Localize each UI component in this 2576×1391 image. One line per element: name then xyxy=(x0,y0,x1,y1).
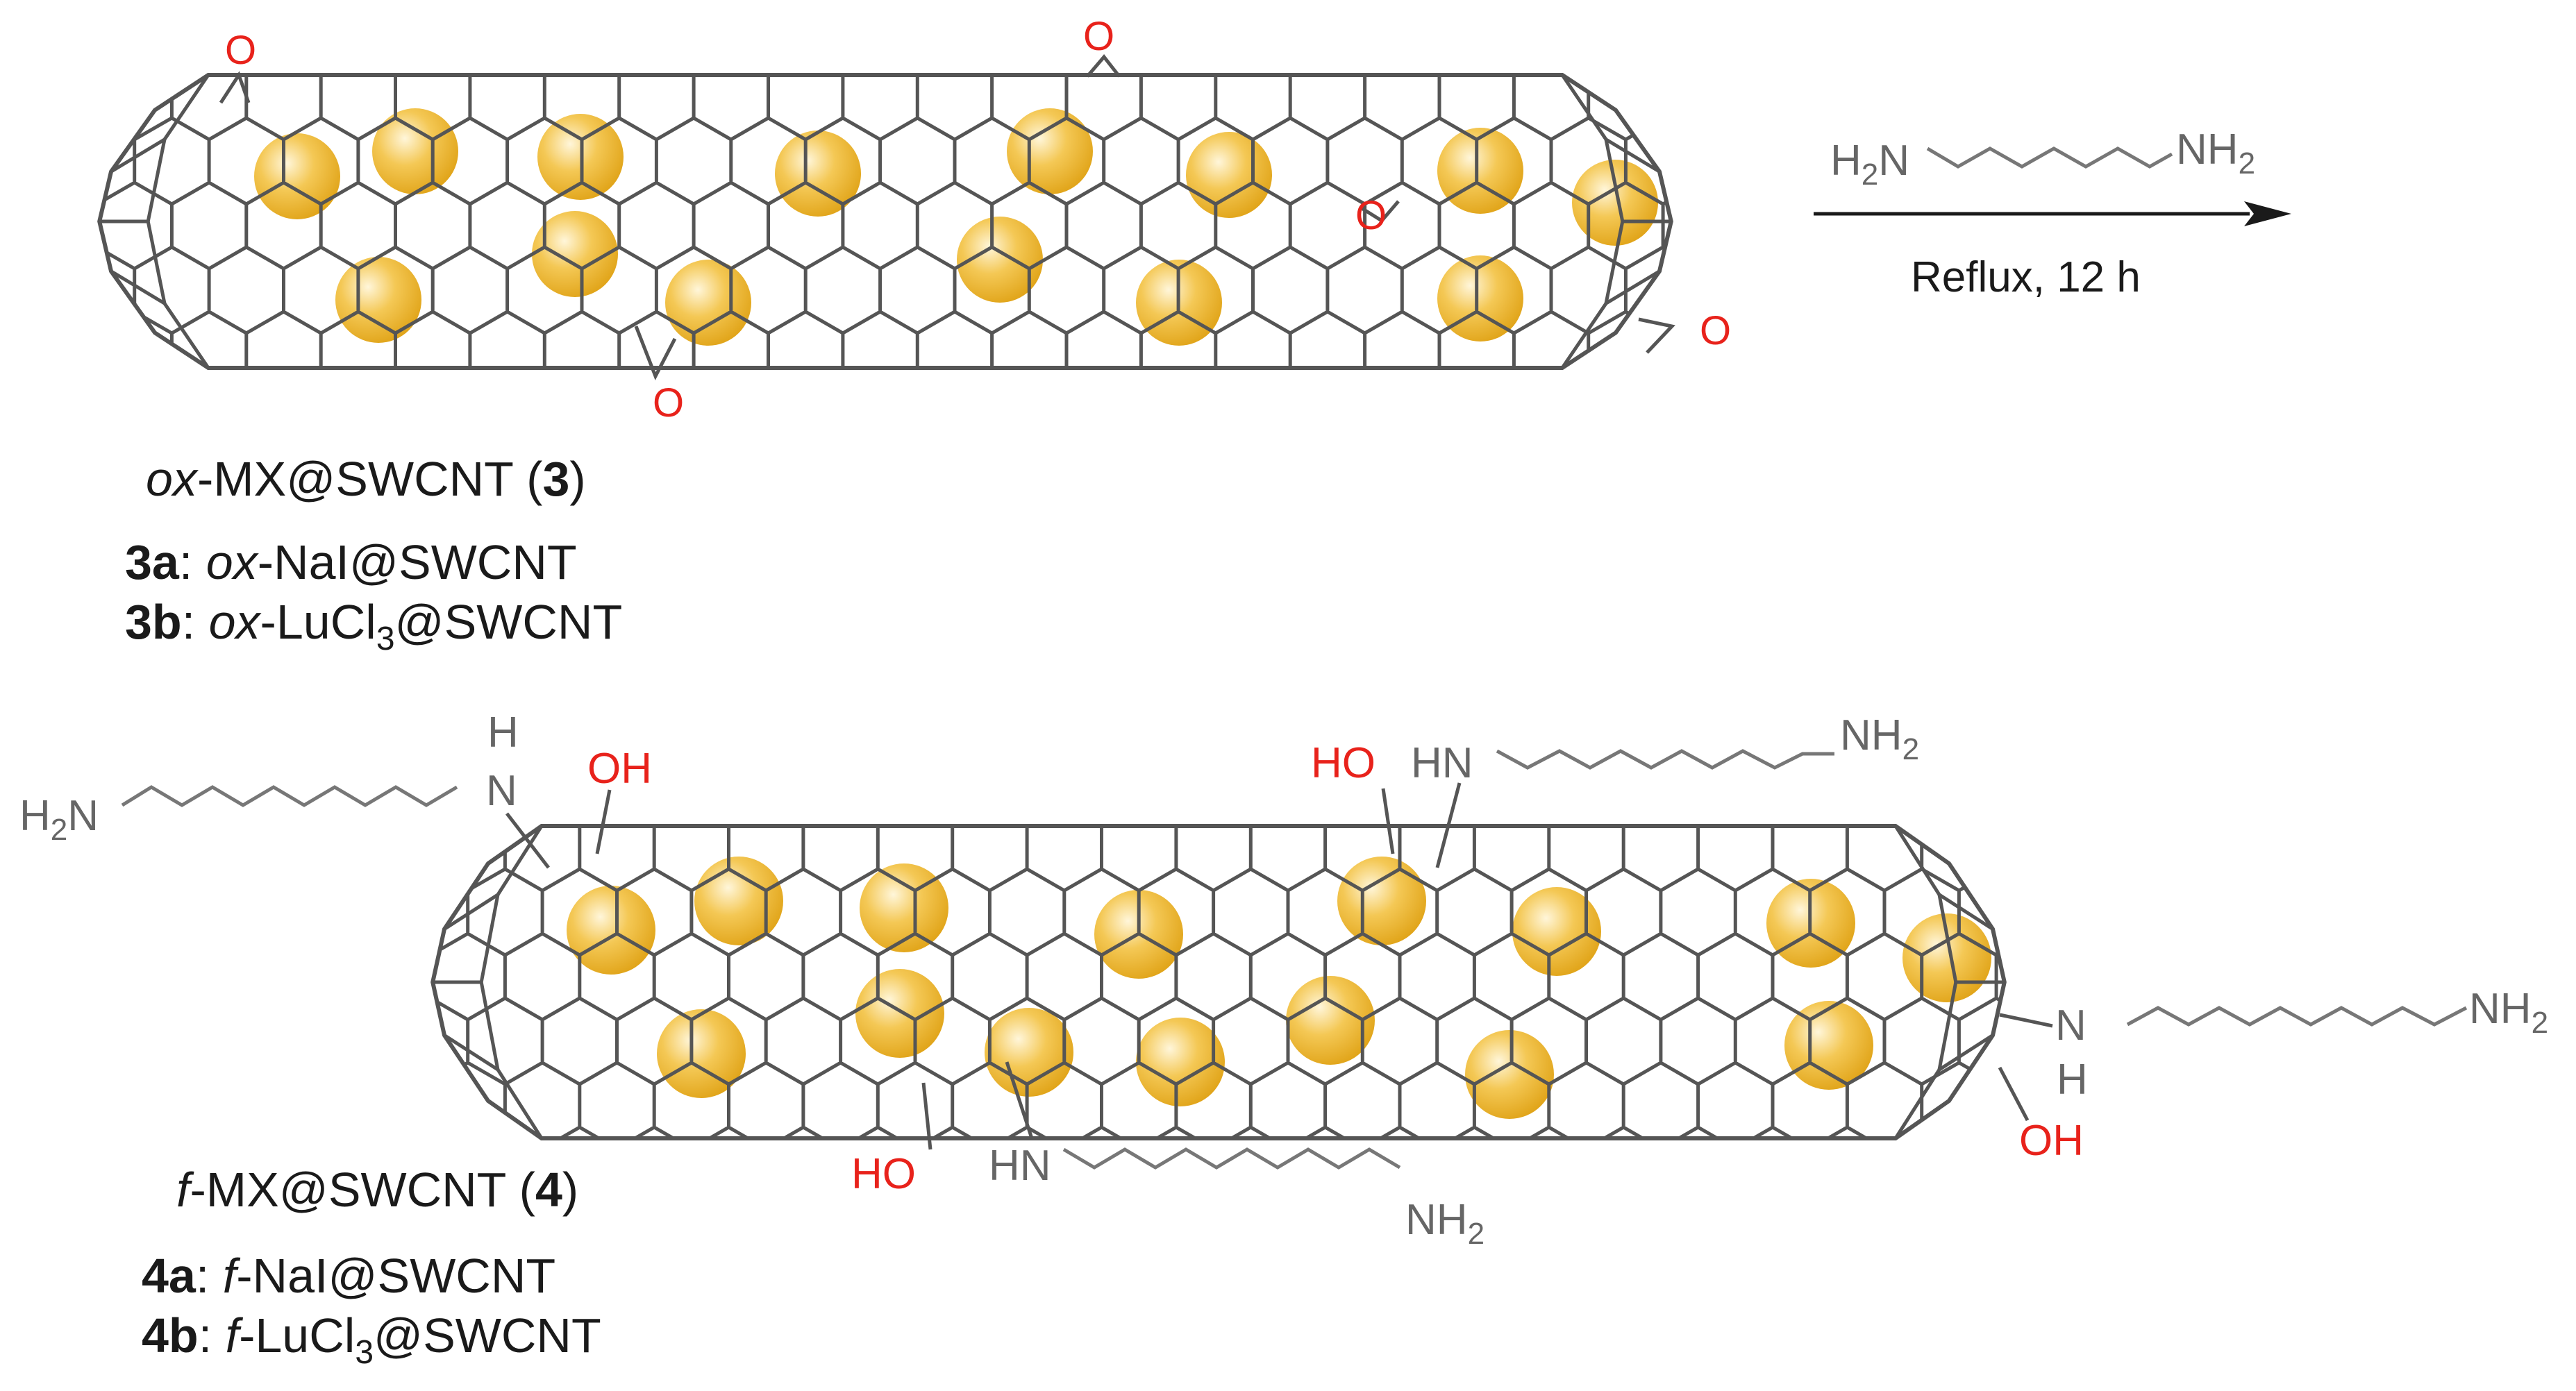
nh-top-left-h: H xyxy=(487,709,519,757)
compound4b-label: 4b: f-LuCl3@SWCNT xyxy=(142,1308,601,1371)
cap-bond xyxy=(162,302,210,369)
svg-text:NH2: NH2 xyxy=(2176,126,2255,180)
reaction-arrowhead xyxy=(2244,201,2291,226)
cap-bond xyxy=(1938,893,1994,931)
epoxide-o-5: O xyxy=(653,380,684,425)
encapsulated-particle xyxy=(1286,976,1375,1065)
hexagon-lattice xyxy=(99,75,1671,368)
ho-bottom: HO xyxy=(851,1150,916,1198)
encapsulated-particle xyxy=(1465,1030,1554,1119)
cap-bond xyxy=(1604,221,1625,304)
epoxide-o-3: O xyxy=(1355,193,1387,238)
cap-bond xyxy=(1605,137,1661,174)
encapsulated-particle xyxy=(1186,132,1272,218)
epoxide-o-1: O xyxy=(225,28,256,73)
compound3a-label: 3a: ox-NaI@SWCNT xyxy=(125,535,577,589)
reaction-conditions: Reflux, 12 h xyxy=(1911,253,2141,301)
encapsulated-particle xyxy=(372,108,458,194)
aminohexyl-chains xyxy=(121,749,2468,1170)
end-caps-3 xyxy=(99,74,1671,369)
cap-bond xyxy=(443,1034,499,1072)
encapsulated-particle xyxy=(657,1009,746,1098)
nh-right-n: N xyxy=(2055,1002,2086,1049)
encapsulated-particle xyxy=(665,260,751,346)
cap-bond xyxy=(1937,894,1958,983)
cap-bond xyxy=(146,221,167,304)
compound4a-label: 4a: f-NaI@SWCNT xyxy=(142,1249,555,1303)
cap-bond xyxy=(1938,1034,1994,1072)
cap-bond xyxy=(1560,302,1608,369)
nanotube-lattice-3 xyxy=(99,75,1671,368)
end-caps-4 xyxy=(433,825,2005,1140)
cap-bond xyxy=(1937,981,1958,1070)
encapsulated-particle xyxy=(694,857,783,945)
compound3-title: ox-MX@SWCNT (3) xyxy=(146,452,586,506)
svg-text:H2N: H2N xyxy=(1830,137,1909,192)
hexagon-lattice xyxy=(433,826,2005,1138)
cap-bond xyxy=(110,269,166,305)
hn-bottom: HN xyxy=(989,1142,1051,1190)
reagent-diamine: H2N NH2 xyxy=(1830,126,2255,192)
encapsulated-particle xyxy=(855,969,944,1058)
ho-top-middle: HO xyxy=(1311,739,1375,787)
cap-bond xyxy=(479,981,500,1070)
cap-bond xyxy=(479,894,500,983)
cap-bond xyxy=(162,74,210,141)
encapsulated-particle xyxy=(335,257,421,343)
encapsulated-particles-3 xyxy=(254,108,1658,346)
cap-bond xyxy=(443,893,499,931)
encapsulated-particle xyxy=(254,133,340,219)
h2n-top-left: H2N xyxy=(19,792,99,847)
cap-bond xyxy=(1605,269,1661,305)
hn-top-middle: HN xyxy=(1411,739,1473,787)
epoxide-o-4: O xyxy=(1700,308,1731,353)
nanotube-lattice-4 xyxy=(433,826,2005,1138)
epoxide-o-2: O xyxy=(1083,14,1114,59)
encapsulated-particle xyxy=(532,211,618,297)
encapsulated-particle xyxy=(1902,913,1991,1002)
encapsulated-particle xyxy=(957,217,1043,303)
cap-bond xyxy=(110,137,166,174)
encapsulated-particle xyxy=(1136,1018,1225,1106)
compound3b-label: 3b: ox-LuCl3@SWCNT xyxy=(125,595,622,657)
encapsulated-particle xyxy=(1337,857,1426,945)
swcnt-functionalized xyxy=(430,824,2007,1140)
cap-bond xyxy=(496,1068,544,1140)
encapsulated-particle xyxy=(567,886,655,975)
cap-bond xyxy=(1604,139,1625,222)
nh2-top-middle: NH2 xyxy=(1840,711,1919,766)
cap-bond xyxy=(146,139,167,222)
cap-bond xyxy=(1560,74,1608,141)
nh-top-left-n: N xyxy=(486,767,517,815)
encapsulated-particle xyxy=(1512,887,1601,976)
epoxide-groups xyxy=(219,54,1675,381)
encapsulated-particle xyxy=(775,130,861,217)
compound4-title: f-MX@SWCNT (4) xyxy=(176,1163,578,1217)
oh-right: OH xyxy=(2019,1117,2084,1165)
cap-bond xyxy=(1893,825,1941,896)
encapsulated-particle xyxy=(1784,1001,1873,1090)
encapsulated-particle xyxy=(1007,108,1093,194)
encapsulated-particle xyxy=(1572,160,1658,246)
cap-bond xyxy=(1893,1068,1941,1140)
nh2-right: NH2 xyxy=(2469,985,2548,1040)
swcnt-oxidized xyxy=(97,73,1673,370)
nh2-bottom: NH2 xyxy=(1405,1196,1484,1251)
cap-bond xyxy=(496,825,544,896)
nh-right-h: H xyxy=(2057,1056,2088,1104)
oh-top-left: OH xyxy=(587,745,652,793)
